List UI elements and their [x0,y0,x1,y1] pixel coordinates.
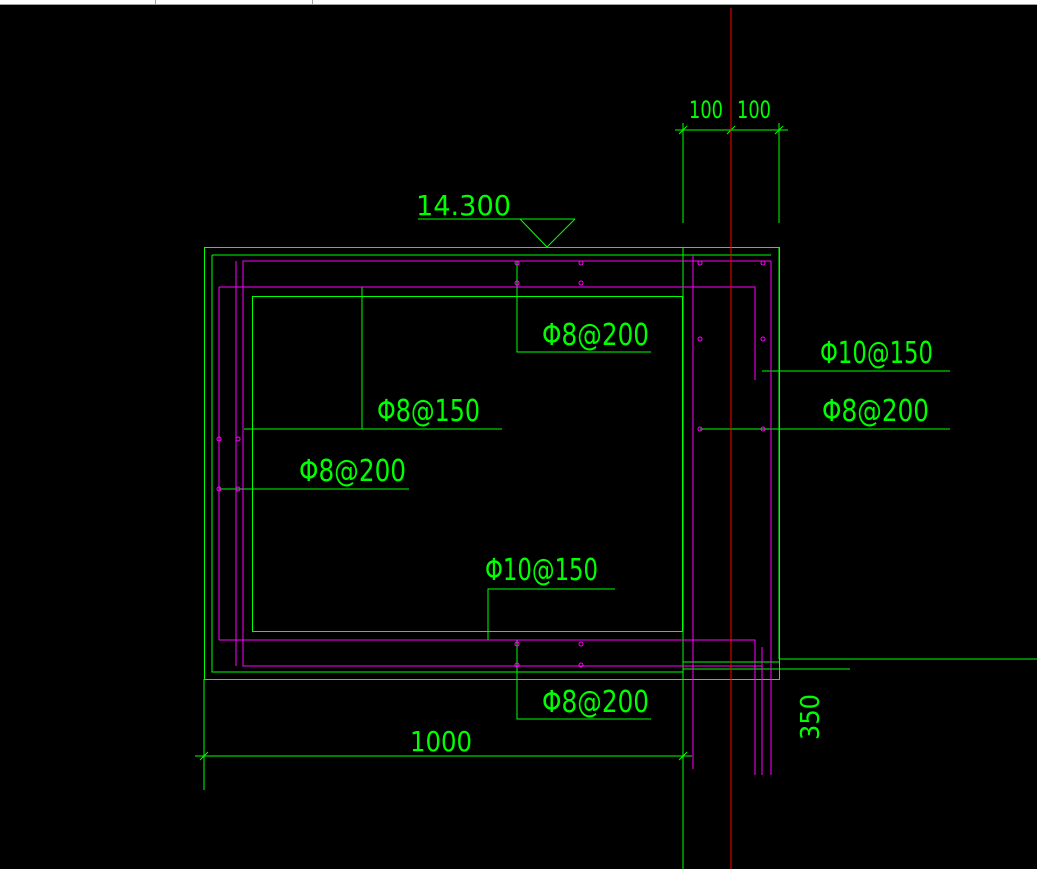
rebar-dot [760,260,766,266]
dim-bottom-label: 1000 [410,725,472,758]
rebar-dots [216,260,766,668]
leader-top-slab [516,261,651,353]
rebar-lines [218,255,772,775]
rebar-label-top-slab: Φ8@200 [542,318,649,353]
rebar-dot [578,260,584,266]
elevation-triangle [519,218,576,248]
dim-tick-bottom-2 [678,751,688,761]
rebar-dot [514,280,520,286]
rebar-label-bottom-slab: Φ8@200 [542,685,649,720]
rebar-dot [760,336,766,342]
rebar-label-left-wall-1: Φ8@150 [377,394,480,429]
rebar-label-right-2: Φ8@200 [822,394,929,429]
toolbar-strip [0,0,1037,5]
inner-outline-left-bottom [211,255,683,673]
rebar-label-left-wall-2: Φ8@200 [299,454,406,489]
dim-tick-top-3 [774,125,784,135]
rebar-dot [514,641,520,647]
dim-right-vertical-label: 350 [796,694,826,740]
rebar-dot [235,436,241,442]
rebar-dot [578,280,584,286]
rebar-top-inner [219,286,756,380]
annotation-text: 14.300 100 100 1000 350 Φ8@200 Φ8@150 Φ8… [299,96,933,758]
rebar-dot [235,486,241,492]
leader-bottom-slab-top [487,588,615,640]
rebar-dot [578,662,584,668]
section-outline [195,123,1037,869]
elevation-label: 14.300 [416,189,511,222]
dim-tick-bottom-1 [199,751,209,761]
dim-top-right-label: 100 [737,96,771,124]
rebar-dot [697,426,703,432]
rebar-dot [760,426,766,432]
dim-tick-top-1 [678,125,688,135]
rebar-dot [514,662,520,668]
toolbar-separator [155,0,156,5]
rebar-dot [514,260,520,266]
rebar-dot [697,260,703,266]
toolbar-separator [312,0,313,5]
rebar-dot [216,486,222,492]
rebar-dot [697,336,703,342]
rebar-label-bottom-slab-top: Φ10@150 [485,553,598,588]
dim-top-left-label: 100 [689,96,723,124]
rebar-label-right-1: Φ10@150 [820,336,933,371]
rebar-dot [578,641,584,647]
rebar-dot [216,436,222,442]
rebar-bottom-inner [219,639,756,775]
